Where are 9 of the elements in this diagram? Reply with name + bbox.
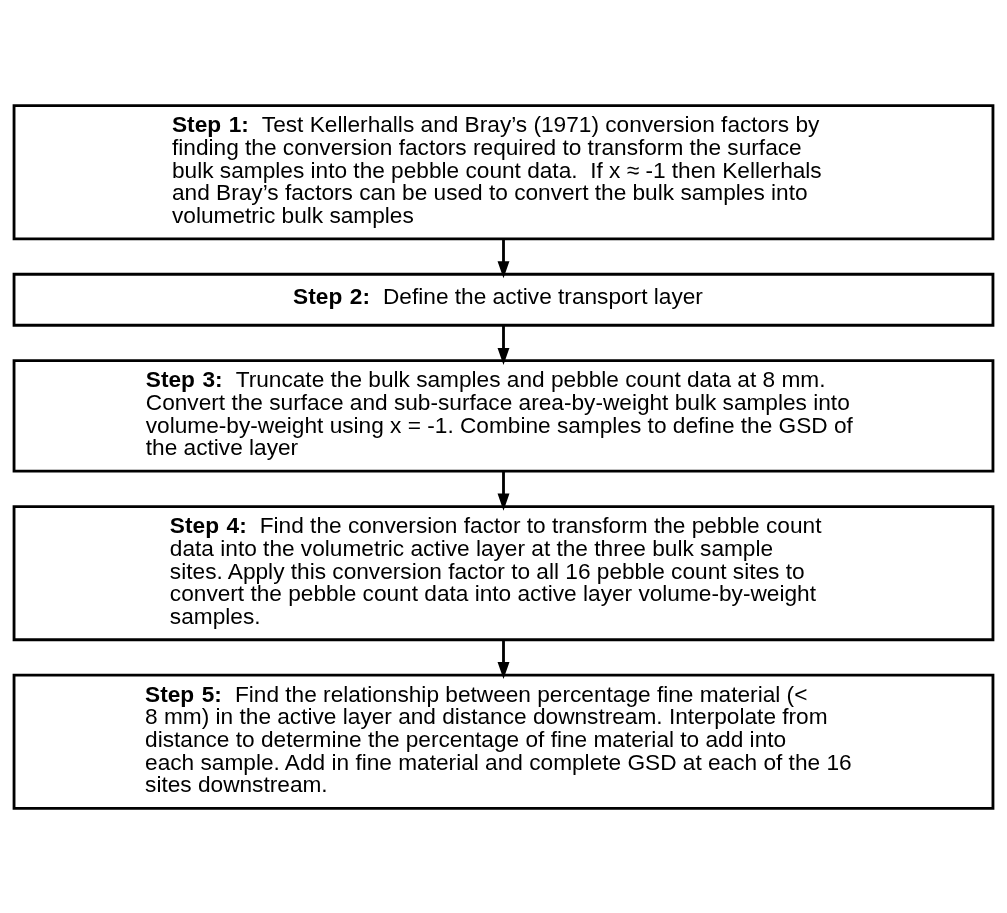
arrow — [497, 238, 510, 278]
node-box: Step 5: Find the relationship between percentage fine material (< 8 mm) in the active layer and distance downstream. Interpolate from distance to determine the percentage of fine material to add into each sample. Add in fine material and complete GSD at each of the 16 sites downstream. — [12, 673, 995, 810]
node-box: Step 2: Define the active transport layer — [12, 272, 995, 327]
arrow — [497, 470, 510, 511]
node-box: Step 4: Find the conversion factor to transform the pebble count data into the volumetric active layer at the three bulk sample sites. Apply this conversion factor to all 16 pebble count sites to convert the pebble count data into active layer volume-by-weight samples. — [12, 504, 995, 641]
node-box: Step 1: Test Kellerhalls and Bray’s (1971) conversion factors by finding the conversion factors required to transform the surface bulk samples into the pebble count data. If x ≈ -1 then Kellerhals and Bray’s factors can be used to convert the bulk samples into volumetric bulk samples — [12, 103, 995, 240]
arrow — [497, 325, 510, 365]
arrow — [497, 639, 510, 679]
node-box: Step 3: Truncate the bulk samples and pebble count data at 8 mm. Convert the surface and sub-surface area-by-weight bulk samples into volume-by-weight using x = -1. Combine samples to define the GSD of the active layer — [12, 358, 995, 473]
